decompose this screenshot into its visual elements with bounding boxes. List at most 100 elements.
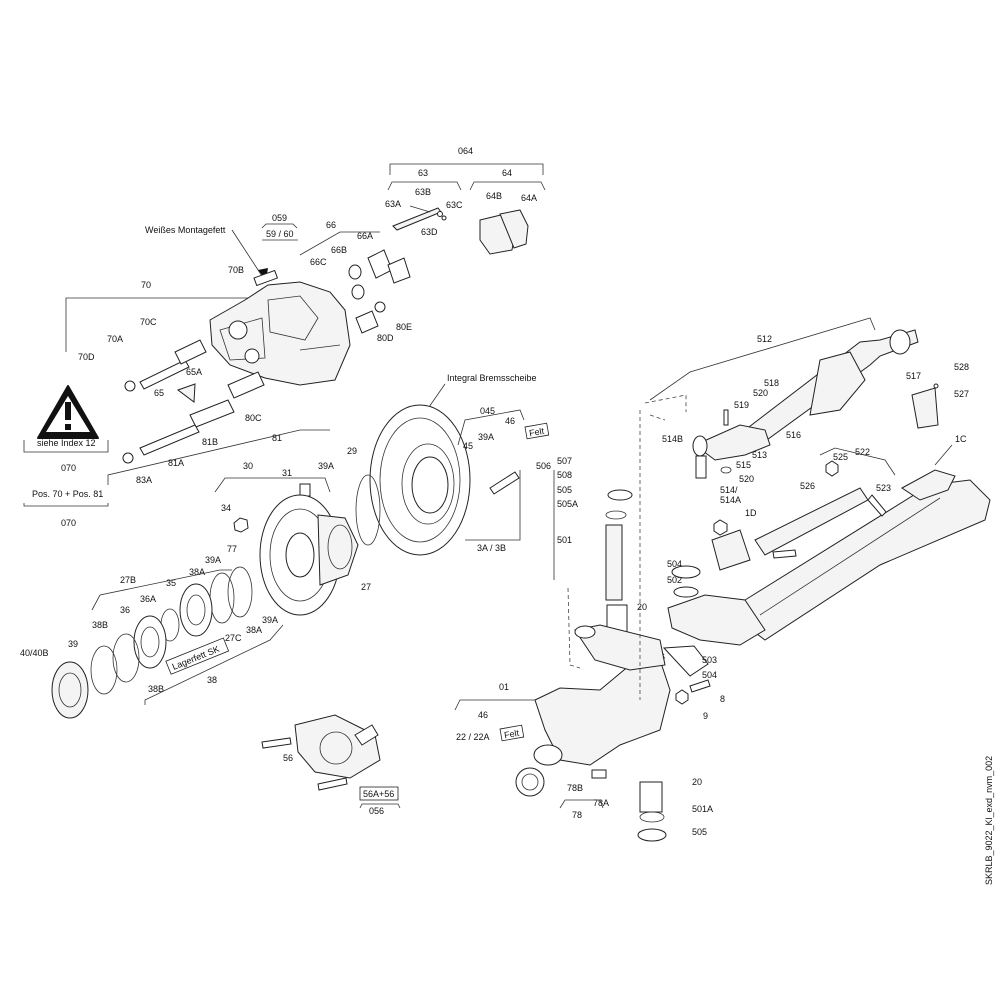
- ref-35: 35: [166, 578, 176, 588]
- brake-disc-group: Integral Bremsscheibe 29: [347, 373, 537, 556]
- ref-27: 27: [361, 582, 371, 592]
- ref-29: 29: [347, 446, 357, 456]
- ref-523: 523: [876, 483, 891, 493]
- ref-064: 064: [458, 146, 473, 156]
- group-512: 512 517 518 520 519 516 514B 513 515 520…: [649, 317, 921, 505]
- warning-text: siehe Index 12: [37, 438, 96, 448]
- ref-80C: 80C: [245, 413, 262, 423]
- diagram-id: SKRLB_9022_Kl_exd_nvm_002: [984, 756, 994, 885]
- ref-63D: 63D: [421, 227, 438, 237]
- sleeve-70C-part: [174, 339, 207, 365]
- bolt-81A-part: [139, 424, 200, 456]
- ref-31: 31: [282, 468, 292, 478]
- ref-512: 512: [757, 334, 772, 344]
- ref-522: 522: [855, 447, 870, 457]
- ref-80E: 80E: [396, 322, 412, 332]
- ref-38A-a: 38A: [189, 567, 205, 577]
- ref-70D: 70D: [78, 352, 95, 362]
- brake-pad-part-2: [499, 209, 529, 249]
- ref-20-a: 20: [637, 602, 647, 612]
- group-01: 01 46 22 / 22A Felt 78B 78A 78 20 501A 5…: [454, 624, 725, 842]
- ref-39A-c: 39A: [205, 555, 221, 565]
- ref-34: 34: [221, 503, 231, 513]
- ref-81A: 81A: [168, 458, 184, 468]
- tie-rod-end-part: [694, 424, 771, 461]
- ref-63C: 63C: [446, 200, 463, 210]
- ring-29-part: [355, 474, 381, 546]
- ref-56A-56: 56A+56: [363, 789, 394, 799]
- pos-ref: 070: [61, 518, 76, 528]
- ref-38B-a: 38B: [92, 620, 108, 630]
- ref-64B: 64B: [486, 191, 502, 201]
- group-064: 064 63 64 63B 63A 63C 63D 64B 64A: [385, 146, 546, 255]
- ref-3A-3B: 3A / 3B: [477, 543, 506, 553]
- bearing-35-part: [179, 583, 213, 637]
- ref-30: 30: [243, 461, 253, 471]
- ref-505-b: 505: [692, 827, 707, 837]
- ref-38B-b: 38B: [148, 684, 164, 694]
- ref-514: 514/: [720, 485, 738, 495]
- ref-526: 526: [800, 481, 815, 491]
- ref-514A: 514A: [720, 495, 741, 505]
- bearing-group: 77 39A 38A 35 27B 36A 36 38B 39 40/40B 3…: [20, 544, 284, 719]
- ref-1D: 1D: [745, 508, 757, 518]
- ref-63A: 63A: [385, 199, 401, 209]
- felt-box-a: [524, 422, 550, 440]
- bearing-36-part: [133, 615, 167, 669]
- ref-66: 66: [326, 220, 336, 230]
- ref-70B: 70B: [228, 265, 244, 275]
- note-felt-a: Felt: [528, 426, 545, 439]
- ref-504-a: 504: [667, 559, 682, 569]
- ref-504-b: 504: [702, 670, 717, 680]
- ref-27B: 27B: [120, 575, 136, 585]
- warning-block: siehe Index 12 070 Pos. 70 + Pos. 81 070: [23, 385, 109, 528]
- ref-78: 78: [572, 810, 582, 820]
- ref-056: 056: [369, 806, 384, 816]
- ref-525: 525: [833, 452, 848, 462]
- ref-66C: 66C: [310, 257, 327, 267]
- ref-39A-d: 39A: [262, 615, 278, 625]
- ref-516: 516: [786, 430, 801, 440]
- ref-8: 8: [720, 694, 725, 704]
- ref-70A: 70A: [107, 334, 123, 344]
- ref-63B: 63B: [415, 187, 431, 197]
- ref-36A: 36A: [140, 594, 156, 604]
- sleeve-81B-part: [189, 399, 235, 428]
- ref-514B: 514B: [662, 434, 683, 444]
- note-montagefett: Weißes Montagefett: [145, 225, 226, 235]
- ref-66A: 66A: [357, 231, 373, 241]
- ref-38A-b: 38A: [246, 625, 262, 635]
- ref-65A: 65A: [186, 367, 202, 377]
- ref-527: 527: [954, 389, 969, 399]
- boot-66A-part: [367, 249, 393, 279]
- ref-39A-b: 39A: [478, 432, 494, 442]
- ref-80D: 80D: [377, 333, 394, 343]
- ref-20-b: 20: [692, 777, 702, 787]
- ref-45: 45: [463, 441, 473, 451]
- ref-9: 9: [703, 711, 708, 721]
- front-axle-beam-part: [744, 479, 991, 641]
- ref-81B: 81B: [202, 437, 218, 447]
- note-bremsscheibe: Integral Bremsscheibe: [447, 373, 537, 383]
- ref-520-a: 520: [753, 388, 768, 398]
- ref-22-22A: 22 / 22A: [456, 732, 490, 742]
- ref-81: 81: [272, 433, 282, 443]
- ref-27C: 27C: [225, 633, 242, 643]
- warning-ref: 070: [61, 463, 76, 473]
- group-056: 56 56A+56 056: [261, 714, 401, 816]
- ref-506: 506: [536, 461, 551, 471]
- ref-38: 38: [207, 675, 217, 685]
- cap-65-part: [176, 383, 196, 403]
- ref-059: 059: [272, 213, 287, 223]
- group-045: 045 39A 46 Felt 45 3A / 3B: [457, 406, 550, 553]
- seal-80C-part: [227, 371, 265, 399]
- cap-80E-part: [355, 310, 379, 334]
- ref-518: 518: [764, 378, 779, 388]
- ref-36: 36: [120, 605, 130, 615]
- ref-40-40B: 40/40B: [20, 648, 49, 658]
- ref-505A: 505A: [557, 499, 578, 509]
- ref-519: 519: [734, 400, 749, 410]
- hub-group: 30 31 34 39A 27: [214, 461, 371, 616]
- group-caliper: 059 59 / 60 Weißes Montagefett 66 66A 66…: [65, 213, 412, 485]
